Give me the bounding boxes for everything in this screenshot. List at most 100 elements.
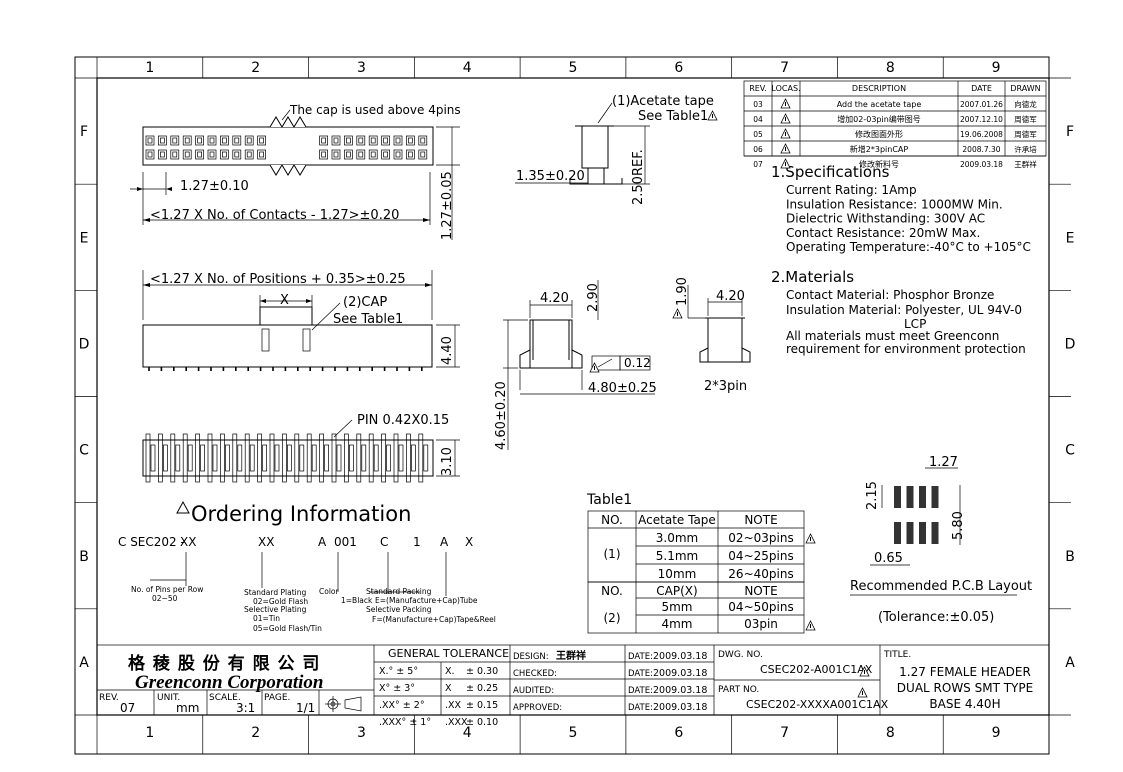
pcb-padlen-dim: 2.15	[865, 481, 880, 510]
rev-header: DATE	[971, 84, 992, 93]
date-value: 2009.03.18	[653, 702, 707, 713]
order-desc: F=(Manufacture+Cap)Tape&Reel	[372, 615, 496, 624]
title-label: TITLE.	[883, 650, 911, 660]
t1-header: CAP(X)	[656, 584, 697, 598]
rev-cell: 2007.01.26	[960, 100, 1003, 109]
rev-cell: 06	[753, 145, 763, 154]
title-line: DUAL ROWS SMT TYPE	[897, 681, 1033, 695]
cap-end-view: 4.20 1.90 2*3pin	[675, 277, 751, 394]
rev-cell: 2007.12.10	[960, 115, 1003, 124]
pin-body	[262, 444, 267, 472]
tolerance-cell: .XXX° ± 1°	[379, 717, 431, 728]
material-line: Insulation Material: Polyester, UL 94V-0	[786, 303, 1022, 317]
rev-cell: 周德军	[1014, 114, 1037, 124]
order-code-part: A	[318, 535, 327, 549]
pin-body	[411, 444, 416, 472]
t1-header: NO.	[601, 513, 623, 527]
pcb-title: Recommended P.C.B Layout	[850, 579, 1032, 594]
rev-cell: 新增2*3pinCAP	[850, 144, 909, 154]
cap-note: The cap is used above 4pins	[289, 103, 461, 117]
unit-label: UNIT.	[157, 693, 180, 703]
pin-lead	[294, 433, 300, 483]
pin-body	[311, 444, 317, 472]
order-desc: No. of Pins per Row	[131, 585, 203, 594]
top-view: The cap is used above 4pins 1.27±0.10 <1…	[130, 103, 461, 240]
contact-slot	[244, 135, 254, 146]
column-label: 1	[145, 60, 154, 76]
contact-slot	[406, 149, 415, 160]
pin-label: PIN 0.42X0.15	[357, 413, 449, 428]
company-en: Greenconn Corporation	[135, 672, 323, 693]
pin-body	[163, 444, 168, 472]
row-label: B	[79, 549, 89, 565]
t1-cell: 4mm	[661, 617, 692, 631]
side-view: <1.27 X No. of Positions + 0.35>±0.25 X …	[142, 270, 460, 371]
contact-slot-inner	[246, 151, 252, 158]
row-label: A	[79, 655, 89, 671]
contact-slot	[331, 135, 341, 146]
date-label: DATE:	[628, 669, 653, 679]
row-label: D	[79, 336, 90, 352]
row-label: A	[1065, 655, 1075, 671]
contact-slot	[381, 149, 390, 160]
column-label: 3	[357, 725, 366, 741]
tape-label: (1)Acetate tape	[612, 94, 714, 109]
spec-line: Contact Resistance: 20mW Max.	[786, 226, 980, 240]
material-line: LCP	[904, 317, 926, 331]
pin-body	[336, 444, 342, 472]
pin-lead	[306, 433, 312, 483]
material-line: requirement for environment protection	[786, 342, 1026, 356]
contact-slot-inner	[346, 151, 351, 158]
contact-slot-inner	[259, 151, 264, 158]
contact-slot	[158, 135, 167, 146]
specifications: 1.Specifications Current Rating: 1AmpIns…	[771, 163, 1031, 254]
contact-slot	[356, 149, 366, 160]
row-label: C	[79, 443, 89, 459]
cap-see: See Table1	[333, 312, 403, 327]
contact-slot	[319, 149, 328, 160]
rev-cell: 2009.03.18	[960, 160, 1003, 169]
contact-slot	[319, 135, 328, 146]
row-label: F	[80, 124, 88, 140]
top-pitch-dim: 1.27±0.10	[180, 179, 249, 194]
page-label: PAGE.	[264, 693, 290, 703]
tolerance-cell: X.° ± 5°	[379, 666, 418, 677]
rev-cell: 05	[753, 130, 763, 139]
contact-slot-inner	[209, 137, 215, 144]
column-label: 4	[463, 60, 472, 76]
contact-slot	[244, 149, 254, 160]
order-desc: 01=Tin	[253, 614, 280, 623]
title-block: 格 稜 股 份 有 限 公 司 Greenconn Corporation RE…	[96, 644, 1050, 728]
pcb-rowspan-dim: 5.80	[951, 511, 966, 540]
order-code-part: 1	[413, 535, 421, 549]
contact-slot	[418, 149, 428, 160]
pcb-pad	[906, 486, 914, 508]
pin-lead	[145, 433, 151, 483]
contact-slot	[257, 149, 266, 160]
order-desc: Standard Packing	[366, 587, 432, 596]
t1-cell: 10mm	[658, 567, 697, 581]
rev-header: REV.	[749, 84, 767, 93]
end-width-dim: 4.20	[540, 291, 569, 306]
signoff-label: APPROVED:	[513, 703, 562, 713]
column-label: 7	[780, 60, 789, 76]
contact-slot	[158, 149, 167, 160]
t1-cell: 3.0mm	[656, 531, 698, 545]
pcb-pad	[931, 522, 939, 544]
rev-cell: 2008.7.30	[962, 145, 1000, 154]
column-label: 9	[992, 60, 1001, 76]
pin-lead	[319, 433, 324, 483]
contact-slot-inner	[197, 151, 202, 158]
pin-body	[175, 444, 181, 472]
cap-end-height-dim: 1.90	[675, 277, 690, 306]
contact-slot	[207, 149, 217, 160]
pin-body	[150, 444, 156, 472]
order-code-part: XX	[180, 535, 196, 549]
row-label: E	[1066, 230, 1075, 246]
pin-lead	[195, 433, 200, 483]
dwg-label: DWG. NO.	[718, 650, 763, 660]
pin-body	[398, 444, 404, 472]
contact-slot-inner	[222, 151, 227, 158]
